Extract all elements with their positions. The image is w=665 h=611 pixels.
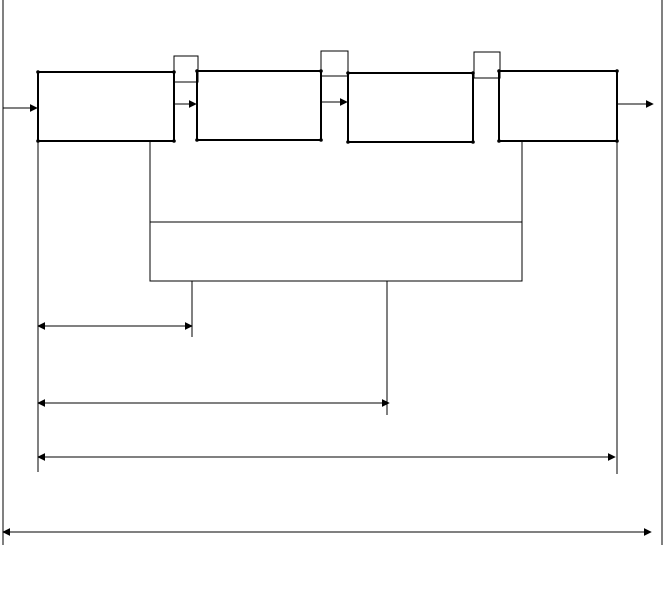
connector-1-2 <box>173 55 199 108</box>
connector-3-4 <box>473 51 501 79</box>
stage-2-box <box>196 70 322 141</box>
corner-dots <box>36 69 619 144</box>
stage-1-box <box>37 71 175 142</box>
stage-3-box <box>347 72 474 143</box>
shared-block <box>149 221 523 282</box>
connector-2-3 <box>320 50 349 106</box>
stage-4-box <box>498 70 618 142</box>
